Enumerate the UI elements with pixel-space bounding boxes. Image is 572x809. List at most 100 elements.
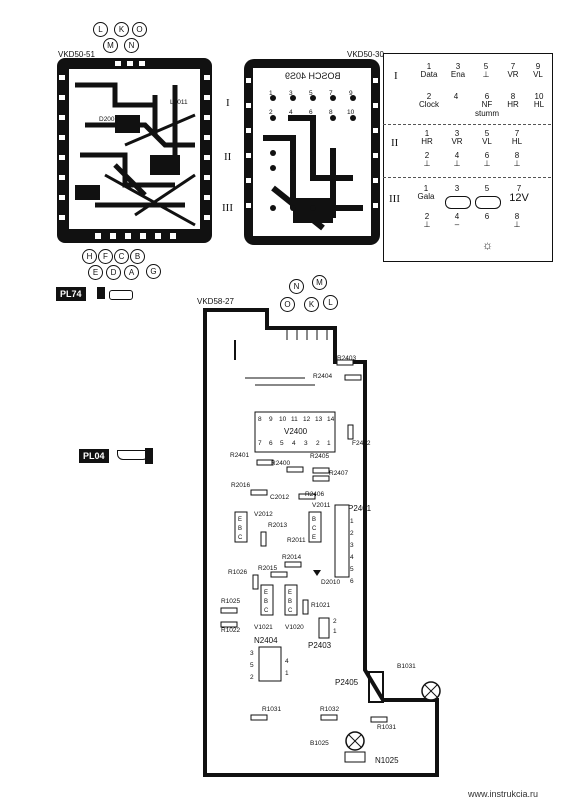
middle-pin-8: 8 [329,109,333,116]
p2403-pin-1: 1 [333,628,337,635]
table-r3-p8: 8⊥ [513,212,521,230]
connector-e: E [88,265,103,280]
connector-m: M [103,38,118,53]
label-r2407: R2407 [329,470,349,477]
left-board-label: VKD50-51 [58,50,95,59]
label-r2011: R2011 [287,537,306,544]
ic-pin-9: 9 [269,416,273,423]
middle-pin-1: 1 [269,90,273,97]
ic-pin-6: 6 [269,440,273,447]
label-r2400: R2400 [271,460,291,467]
ic-pin-10: 10 [279,416,287,423]
middle-row-label-3: III [222,202,233,214]
left-board-pcb [57,58,212,243]
table-r3-p5: 5 [484,184,490,193]
table-r2-p4: 4⊥ [453,151,461,169]
middle-pin-6: 6 [309,109,313,116]
connector-l-bottom: L [323,295,338,310]
table-r2-p8: 8⊥ [513,151,521,169]
connector-h: H [82,249,97,264]
table-r2-p6: 6⊥ [483,151,491,169]
label-r2406: R2406 [305,491,325,498]
p2401-pin-3: 3 [350,542,354,549]
ic-name: V2400 [284,427,308,436]
n2404-pin-2: 2 [250,674,254,681]
middle-pin-10: 10 [347,109,355,116]
ic-pin-5: 5 [280,440,284,447]
label-c2012: C2012 [270,494,290,501]
label-r1031-a: R1031 [262,706,282,713]
middle-board-pcb [244,59,380,245]
p2401-pin-6: 6 [350,578,354,585]
table-r3-p4: 4– [454,212,460,230]
speaker-symbol-2-icon [475,196,501,209]
table-r3-p2: 2⊥ [423,212,431,230]
pl74-badge: PL74 [56,287,86,301]
part-l1011: L1011 [170,99,188,106]
p2401-pin-2: 2 [350,530,354,537]
label-p2401: P2401 [348,504,372,513]
pin-table [383,53,553,262]
label-v2012: V2012 [254,511,273,518]
middle-pin-5: 5 [309,90,313,97]
connector-m-bottom: M [312,275,327,290]
label-r1025: R1025 [221,598,241,605]
middle-row-label-2: II [224,151,232,163]
label-n1025: N1025 [375,756,399,765]
label-r2404: R2404 [313,373,333,380]
connector-d: D [106,265,121,280]
label-r2401: R2401 [230,452,250,459]
label-r2016: R2016 [231,482,251,489]
label-b1031: B1031 [397,663,416,670]
middle-pin-4: 4 [289,109,293,116]
lamp-symbol-icon: ☼ [482,238,493,252]
middle-pin-2: 2 [269,109,273,116]
connector-k-bottom: K [304,297,319,312]
table-r2-p2: 2⊥ [423,151,431,169]
label-v1020: V1020 [285,624,304,631]
middle-board-label: VKD50-30 [347,50,384,59]
ic-pin-3: 3 [304,440,308,447]
table-divider-1 [383,124,551,125]
table-r3-p3: 3 [454,184,460,193]
label-r2405: R2405 [310,453,330,460]
n2404-pin-3: 3 [250,650,254,657]
table-r3-p6: 6 [484,212,490,221]
pl04-badge: PL04 [79,449,109,463]
bottom-board-outline [203,308,441,777]
label-d2010: D2010 [321,579,341,586]
ic-pin-12: 12 [303,416,311,423]
connector-k: K [114,22,129,37]
label-r1032: R1032 [320,706,340,713]
ic-pin-13: 13 [315,416,323,423]
table-row-label-2: II [391,137,399,149]
p2401-pin-5: 5 [350,566,354,573]
table-r1-p5: 5⊥ [482,62,490,80]
connector-o: O [132,22,147,37]
connector-g: G [146,264,161,279]
label-p2403: P2403 [308,641,332,650]
label-r2014: R2014 [282,554,302,561]
pl04-symbol-icon [117,448,157,464]
connector-n: N [124,38,139,53]
n2404-pin-1: 1 [285,670,289,677]
label-r2013: R2013 [268,522,288,529]
label-n2404: N2404 [254,636,278,645]
connector-l: L [93,22,108,37]
label-f2402: F2402 [352,440,371,447]
middle-pin-9: 9 [349,90,353,97]
